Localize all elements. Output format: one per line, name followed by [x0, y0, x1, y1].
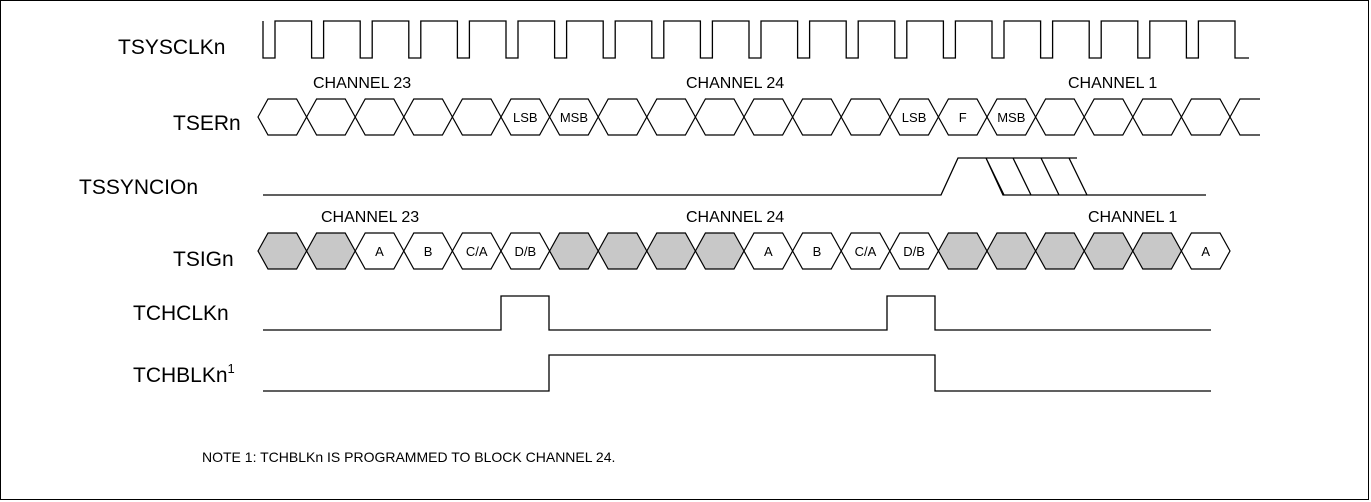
tsig-cell	[1083, 232, 1134, 270]
tsig-cell	[257, 232, 308, 270]
tsig-cell	[937, 232, 988, 270]
tser-cell	[597, 98, 648, 136]
tser-bus: LSB MSB LSB F MSB	[257, 98, 1260, 136]
tser-cell-label: LSB	[902, 110, 927, 125]
tsig-cell	[305, 232, 356, 270]
tsig-cell-label: A	[1201, 244, 1210, 259]
tser-channel-label: CHANNEL 24	[686, 75, 784, 92]
tser-cell	[694, 98, 745, 136]
tser-cell-label: MSB	[560, 110, 588, 125]
tsig-cell-label: B	[813, 244, 822, 259]
tser-cell	[1132, 98, 1183, 136]
tser-cell-label: MSB	[997, 110, 1025, 125]
tser-cell	[840, 98, 891, 136]
tsig-cell-label: A	[764, 244, 773, 259]
tser-cell	[646, 98, 697, 136]
tser-cell	[305, 98, 356, 136]
tsysclk-waveform	[262, 20, 1249, 59]
tchblk-name: TCHBLKn	[133, 364, 228, 387]
tsig-cell	[1132, 232, 1183, 270]
signal-label-tchblk: TCHBLKn1	[133, 361, 235, 387]
tsig-channel-label: CHANNEL 24	[686, 209, 784, 226]
tsig-channel-label: CHANNEL 1	[1088, 209, 1177, 226]
signal-label-tser: TSERn	[173, 112, 241, 135]
tser-cell	[354, 98, 405, 136]
tsig-cell	[1034, 232, 1085, 270]
tsig-cell	[548, 232, 599, 270]
tser-cell	[1034, 98, 1085, 136]
tssyncio-waveform	[263, 157, 1206, 196]
tser-cell-label: F	[959, 110, 967, 125]
tser-channel-label: CHANNEL 23	[313, 75, 411, 92]
tser-cell	[743, 98, 794, 136]
tser-cell-label: LSB	[513, 110, 538, 125]
tsig-cell	[1180, 232, 1231, 270]
signal-label-tsysclk: TSYSCLKn	[118, 36, 225, 59]
tchblk-superscript: 1	[228, 361, 235, 376]
tsig-cell-label: A	[375, 244, 384, 259]
tsig-channel-label: CHANNEL 23	[321, 209, 419, 226]
signal-label-tsig: TSIGn	[173, 248, 234, 271]
tsig-cell-label: C/A	[466, 244, 488, 259]
signal-label-tssyncio: TSSYNCIOn	[79, 176, 198, 199]
tser-cell	[403, 98, 454, 136]
tser-cell	[451, 98, 502, 136]
tser-cell	[1083, 98, 1134, 136]
tsig-cell	[986, 232, 1037, 270]
tsig-cell-label: D/B	[903, 244, 925, 259]
signal-label-tchclk: TCHCLKn	[133, 302, 229, 325]
footnote: NOTE 1: TCHBLKn IS PROGRAMMED TO BLOCK C…	[202, 449, 615, 465]
tser-cell	[257, 98, 308, 136]
tsig-bus: A B C/A D/B A B C/A D/B A	[257, 232, 1231, 270]
tser-cell	[791, 98, 842, 136]
tsig-cell	[694, 232, 745, 270]
tchblk-waveform	[263, 354, 1211, 392]
tser-cell	[1180, 98, 1231, 136]
tchclk-waveform	[263, 295, 1211, 331]
tsig-cell-label: C/A	[855, 244, 877, 259]
tsig-cell-label: B	[424, 244, 433, 259]
tser-tail	[1229, 98, 1260, 136]
tsig-cell	[597, 232, 648, 270]
tsig-cell-label: D/B	[514, 244, 536, 259]
tsig-cell	[646, 232, 697, 270]
tser-channel-label: CHANNEL 1	[1068, 75, 1157, 92]
